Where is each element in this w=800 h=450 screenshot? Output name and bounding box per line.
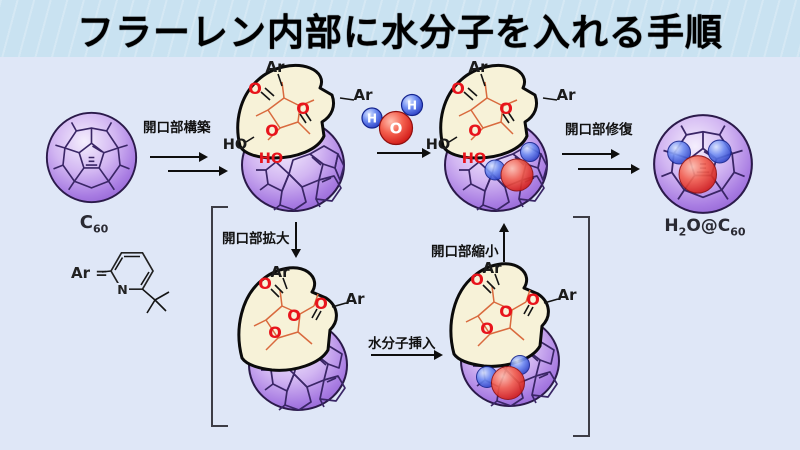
oxygen-atom	[378, 110, 414, 146]
ar-group-definition: Ar = N	[71, 251, 170, 314]
c60-symbol: C	[79, 212, 93, 233]
reaction-arrow-repair-2	[578, 163, 640, 174]
hydrogen-atom	[400, 93, 424, 117]
step-label-opening-enlargement: 開口部拡大	[222, 231, 290, 247]
reaction-arrow-enlargement	[290, 222, 301, 258]
hydrogen-atom	[667, 140, 692, 165]
nitrogen-label: N	[117, 282, 127, 297]
oxygen-symbol: O	[390, 120, 403, 138]
h2o-part: O@C	[686, 216, 731, 236]
h2o-at-c60-molecule	[653, 114, 753, 214]
water-molecule: H H O	[361, 93, 424, 146]
c60-subscript: 60	[92, 222, 109, 236]
ar-definition-prefix: Ar =	[71, 264, 108, 282]
h2o-sub: 60	[730, 225, 746, 239]
tert-butyl-group	[141, 288, 170, 314]
reaction-arrow-repair-1	[562, 148, 620, 159]
hydrogen-atom	[707, 139, 732, 164]
c60-label: C60	[64, 212, 124, 236]
bracket-left	[211, 206, 228, 427]
reaction-arrow-construction-1	[150, 151, 208, 162]
step-label-water-insertion: 水分子挿入	[368, 336, 436, 352]
slide-title: フラーレン内部に水分子を入れる手順	[77, 10, 723, 54]
open-cage-fullerene-2-with-water	[424, 58, 578, 213]
encapsulated-water	[667, 139, 732, 194]
title-band: フラーレン内部に水分子を入れる手順	[0, 0, 800, 57]
reaction-arrow-insertion	[371, 349, 443, 360]
step-label-opening-repair: 開口部修復	[565, 122, 633, 138]
hydrogen-symbol: H	[407, 99, 417, 113]
bracket-right	[573, 216, 590, 437]
step-label-opening-reduction: 開口部縮小	[431, 244, 499, 260]
hydrogen-symbol: H	[367, 112, 377, 126]
h2o-at-c60-label: H2O@C60	[655, 216, 755, 238]
hydrogen-atom	[361, 107, 383, 129]
c60-molecule	[45, 111, 138, 204]
step-label-opening-construction: 開口部構築	[143, 120, 211, 136]
oxygen-atom	[678, 155, 718, 194]
h2o-part: H	[664, 216, 679, 236]
reaction-arrow-reduction	[498, 223, 509, 262]
n-label-backplate	[116, 283, 129, 295]
open-cage-fullerene-4-with-water	[449, 258, 579, 408]
reaction-arrow-water-addition	[377, 147, 431, 158]
h2o-sub: 2	[678, 225, 687, 239]
reaction-arrow-construction-2	[168, 165, 228, 176]
